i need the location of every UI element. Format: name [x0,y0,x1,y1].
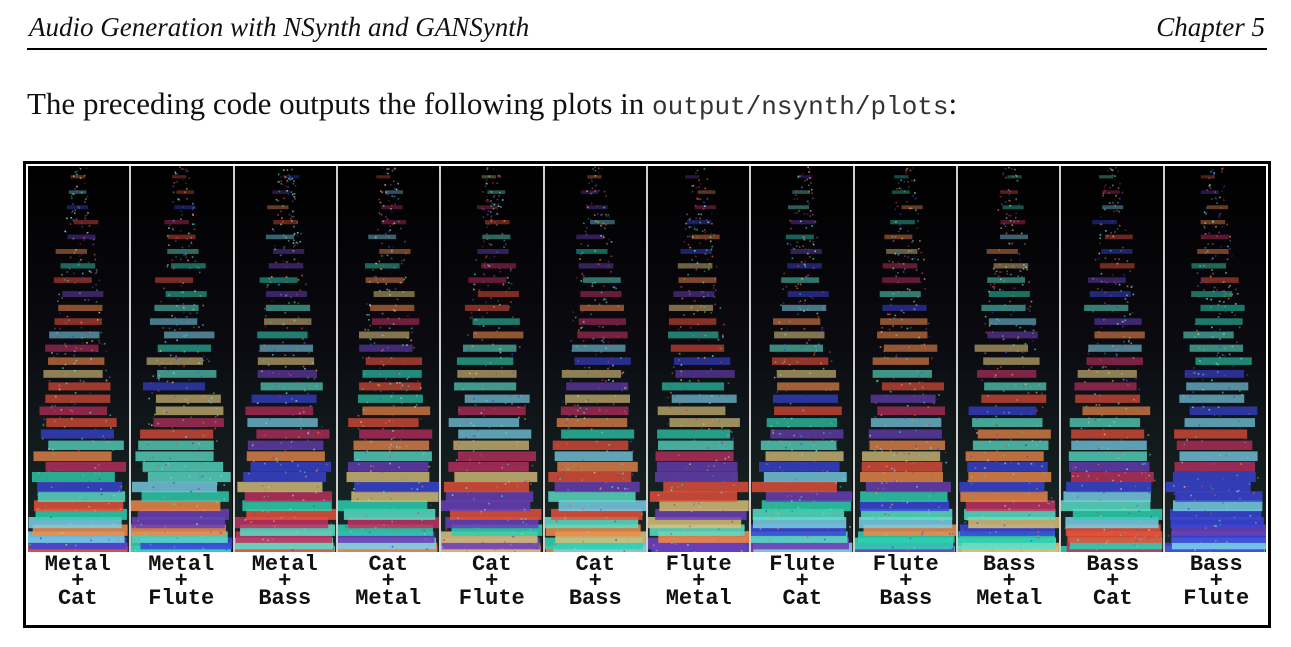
label-top: Cat [471,552,512,577]
panel-label: Flute+Metal [647,552,751,622]
panel-label: Bass+Flute [1165,552,1269,622]
spectrogram-panel [131,166,233,552]
label-bottom: Cat [57,586,98,611]
label-bottom: Metal [665,586,732,611]
label-bottom: Cat [1092,586,1133,611]
label-top: Flute [872,552,939,577]
spectrogram-panel [751,166,853,552]
spectrogram-panel [234,166,336,552]
paragraph-suffix: : [948,86,958,121]
label-bottom: Metal [355,586,422,611]
spectrogram-panel [544,166,646,552]
label-bottom: Metal [976,586,1043,611]
panel-label: Metal+Bass [233,552,337,622]
spectrogram-texture [131,166,233,552]
label-bottom: Cat [782,586,823,611]
body-paragraph: The preceding code outputs the following… [27,86,957,122]
label-top: Cat [368,552,409,577]
spectrogram-texture [337,166,440,552]
panel-label: Metal+Flute [130,552,234,622]
label-plus: + [485,569,499,594]
panel-label: Cat+Bass [544,552,648,622]
spectrogram-panel [337,166,440,552]
label-plus: + [1002,569,1016,594]
panel-label: Metal+Cat [26,552,130,622]
panel-label: Flute+Bass [854,552,958,622]
paragraph-text: The preceding code outputs the following… [27,86,653,121]
label-plus: + [588,569,602,594]
label-plus: + [381,569,395,594]
label-top: Metal [148,552,215,577]
label-bottom: Flute [148,586,215,611]
spectrogram-row [28,166,1266,552]
panel-label: Bass+Metal [958,552,1062,622]
label-top: Bass [1189,552,1243,577]
plots-path-code: output/nsynth/plots [652,92,949,122]
spectrogram-texture [647,166,750,552]
spectrogram-panel [441,166,543,552]
panel-label: Cat+Metal [337,552,441,622]
label-plus: + [795,569,809,594]
panel-labels: Metal+Cat Metal+Flute Metal+Bass Cat+Met… [26,552,1269,622]
panel-label: Cat+Flute [440,552,544,622]
running-header: Audio Generation with NSynth and GANSynt… [27,10,1267,50]
spectrogram-texture [854,166,956,552]
label-bottom: Flute [458,586,525,611]
label-plus: + [692,569,706,594]
book-title: Audio Generation with NSynth and GANSynt… [29,12,530,42]
label-top: Metal [44,552,111,577]
label-top: Flute [665,552,732,577]
label-top: Flute [769,552,836,577]
spectrogram-panel [1164,166,1266,552]
spectrogram-panel [28,166,130,552]
spectrogram-texture [751,166,853,552]
spectrogram-panel [957,166,1060,552]
label-top: Bass [1086,552,1140,577]
label-plus: + [278,569,292,594]
label-top: Bass [982,552,1036,577]
spectrogram-texture [441,166,543,552]
label-plus: + [174,569,188,594]
spectrogram-panel [854,166,956,552]
spectrogram-texture [1061,166,1163,552]
spectrogram-texture [957,166,1060,552]
panel-label: Flute+Cat [751,552,855,622]
label-bottom: Bass [258,586,312,611]
panel-label: Bass+Cat [1061,552,1165,622]
label-bottom: Bass [879,586,933,611]
label-top: Cat [575,552,616,577]
spectrogram-panel [647,166,750,552]
label-plus: + [71,569,85,594]
spectrogram-texture [544,166,646,552]
label-plus: + [899,569,913,594]
label-plus: + [1106,569,1120,594]
label-plus: + [1209,569,1223,594]
label-bottom: Flute [1183,586,1250,611]
spectrogram-texture [234,166,336,552]
spectrogram-texture [1164,166,1266,552]
spectrogram-figure: Metal+Cat Metal+Flute Metal+Bass Cat+Met… [23,161,1271,628]
label-bottom: Bass [568,586,622,611]
spectrogram-panel [1061,166,1163,552]
label-top: Metal [251,552,318,577]
chapter-label: Chapter 5 [1156,12,1265,42]
spectrogram-texture [28,166,130,552]
